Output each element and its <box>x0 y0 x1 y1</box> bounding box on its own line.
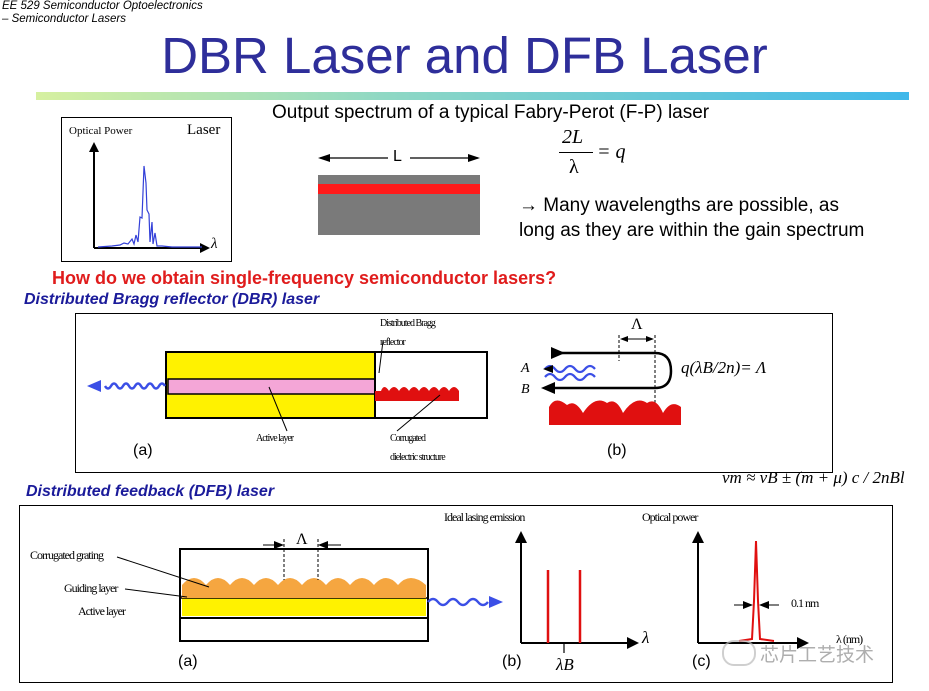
fp-note-line2: long as they are within the gain spectru… <box>519 220 865 241</box>
dfb-ideal-title: Ideal lasing emission <box>444 510 525 524</box>
spectrum-power-label: Optical Power <box>69 125 133 137</box>
fp-note-line1: → Many wavelengths are possible, as <box>519 195 839 216</box>
dfb-diagram <box>116 531 809 653</box>
dbr-wave-a-label: A <box>521 361 530 376</box>
dbr-reflector-label-1: Distributed Bragg <box>380 318 436 329</box>
dfb-label-b: (b) <box>502 653 522 670</box>
cavity-length-label: L <box>393 148 402 165</box>
dfb-mode-formula: νm ≈ νB ± (m + μ) c / 2nBl <box>722 468 905 487</box>
dfb-active-label: Active layer <box>78 604 126 618</box>
dfb-label-a: (a) <box>178 653 198 670</box>
dbr-reflector-label-2: reflector <box>380 337 406 348</box>
dfb-lambda-nm-label: λ (nm) <box>836 632 863 646</box>
fp-eq-denominator: λ <box>569 156 579 178</box>
fp-heading: Output spectrum of a typical Fabry-Perot… <box>272 102 710 123</box>
dfb-guiding-label: Guiding layer <box>64 581 118 595</box>
spectrum-lambda-label: λ <box>211 236 218 252</box>
dfb-optical-power-label: Optical power <box>642 510 698 524</box>
fp-eq-rhs: = q <box>597 141 626 163</box>
course-title: EE 529 Semiconductor Optoelectronics <box>2 0 203 12</box>
dbr-corrugated-label-2: dielectric structure <box>390 452 446 463</box>
dfb-linewidth-label: 0.1 nm <box>791 596 819 610</box>
dbr-active-label: Active layer <box>256 433 294 444</box>
dfb-heading: Distributed feedback (DFB) laser <box>26 483 275 500</box>
fp-cavity-diagram <box>318 154 480 235</box>
dbr-period-symbol: Λ <box>631 316 643 333</box>
dbr-corrugated-label-1: Corrugated <box>390 433 426 444</box>
dfb-label-c: (c) <box>692 653 711 670</box>
spectrum-laser-label: Laser <box>187 122 221 138</box>
fp-eq-fraction-bar <box>559 152 593 153</box>
dbr-figure-box <box>75 313 833 473</box>
dbr-label-b: (b) <box>607 442 627 459</box>
dfb-lambda-b: λB <box>556 655 574 674</box>
dbr-diagram <box>87 335 681 432</box>
fp-spectrum-plot <box>89 142 210 253</box>
title-divider <box>36 92 909 100</box>
dfb-period-symbol: Λ <box>296 531 308 548</box>
dfb-figure-box <box>19 505 893 683</box>
fp-spectrum-box: Optical Power Laser λ <box>61 117 232 262</box>
dbr-label-a: (a) <box>133 442 153 459</box>
dfb-grating-label: Corrugated grating <box>30 548 104 562</box>
page-title: DBR Laser and DFB Laser <box>161 27 768 84</box>
dbr-bragg-equation: q(λB/2n)= Λ <box>681 358 767 377</box>
dbr-wave-b-label: B <box>521 382 530 397</box>
wechat-icon <box>722 640 756 666</box>
dfb-lambda-axis: λ <box>642 628 650 647</box>
dbr-heading: Distributed Bragg reflector (DBR) laser <box>24 291 320 308</box>
course-subtitle: – Semiconductor Lasers <box>2 13 127 25</box>
watermark-text: 芯片工艺技术 <box>760 645 875 666</box>
single-frequency-question: How do we obtain single-frequency semico… <box>52 268 557 288</box>
fp-eq-numerator: 2L <box>562 126 584 148</box>
